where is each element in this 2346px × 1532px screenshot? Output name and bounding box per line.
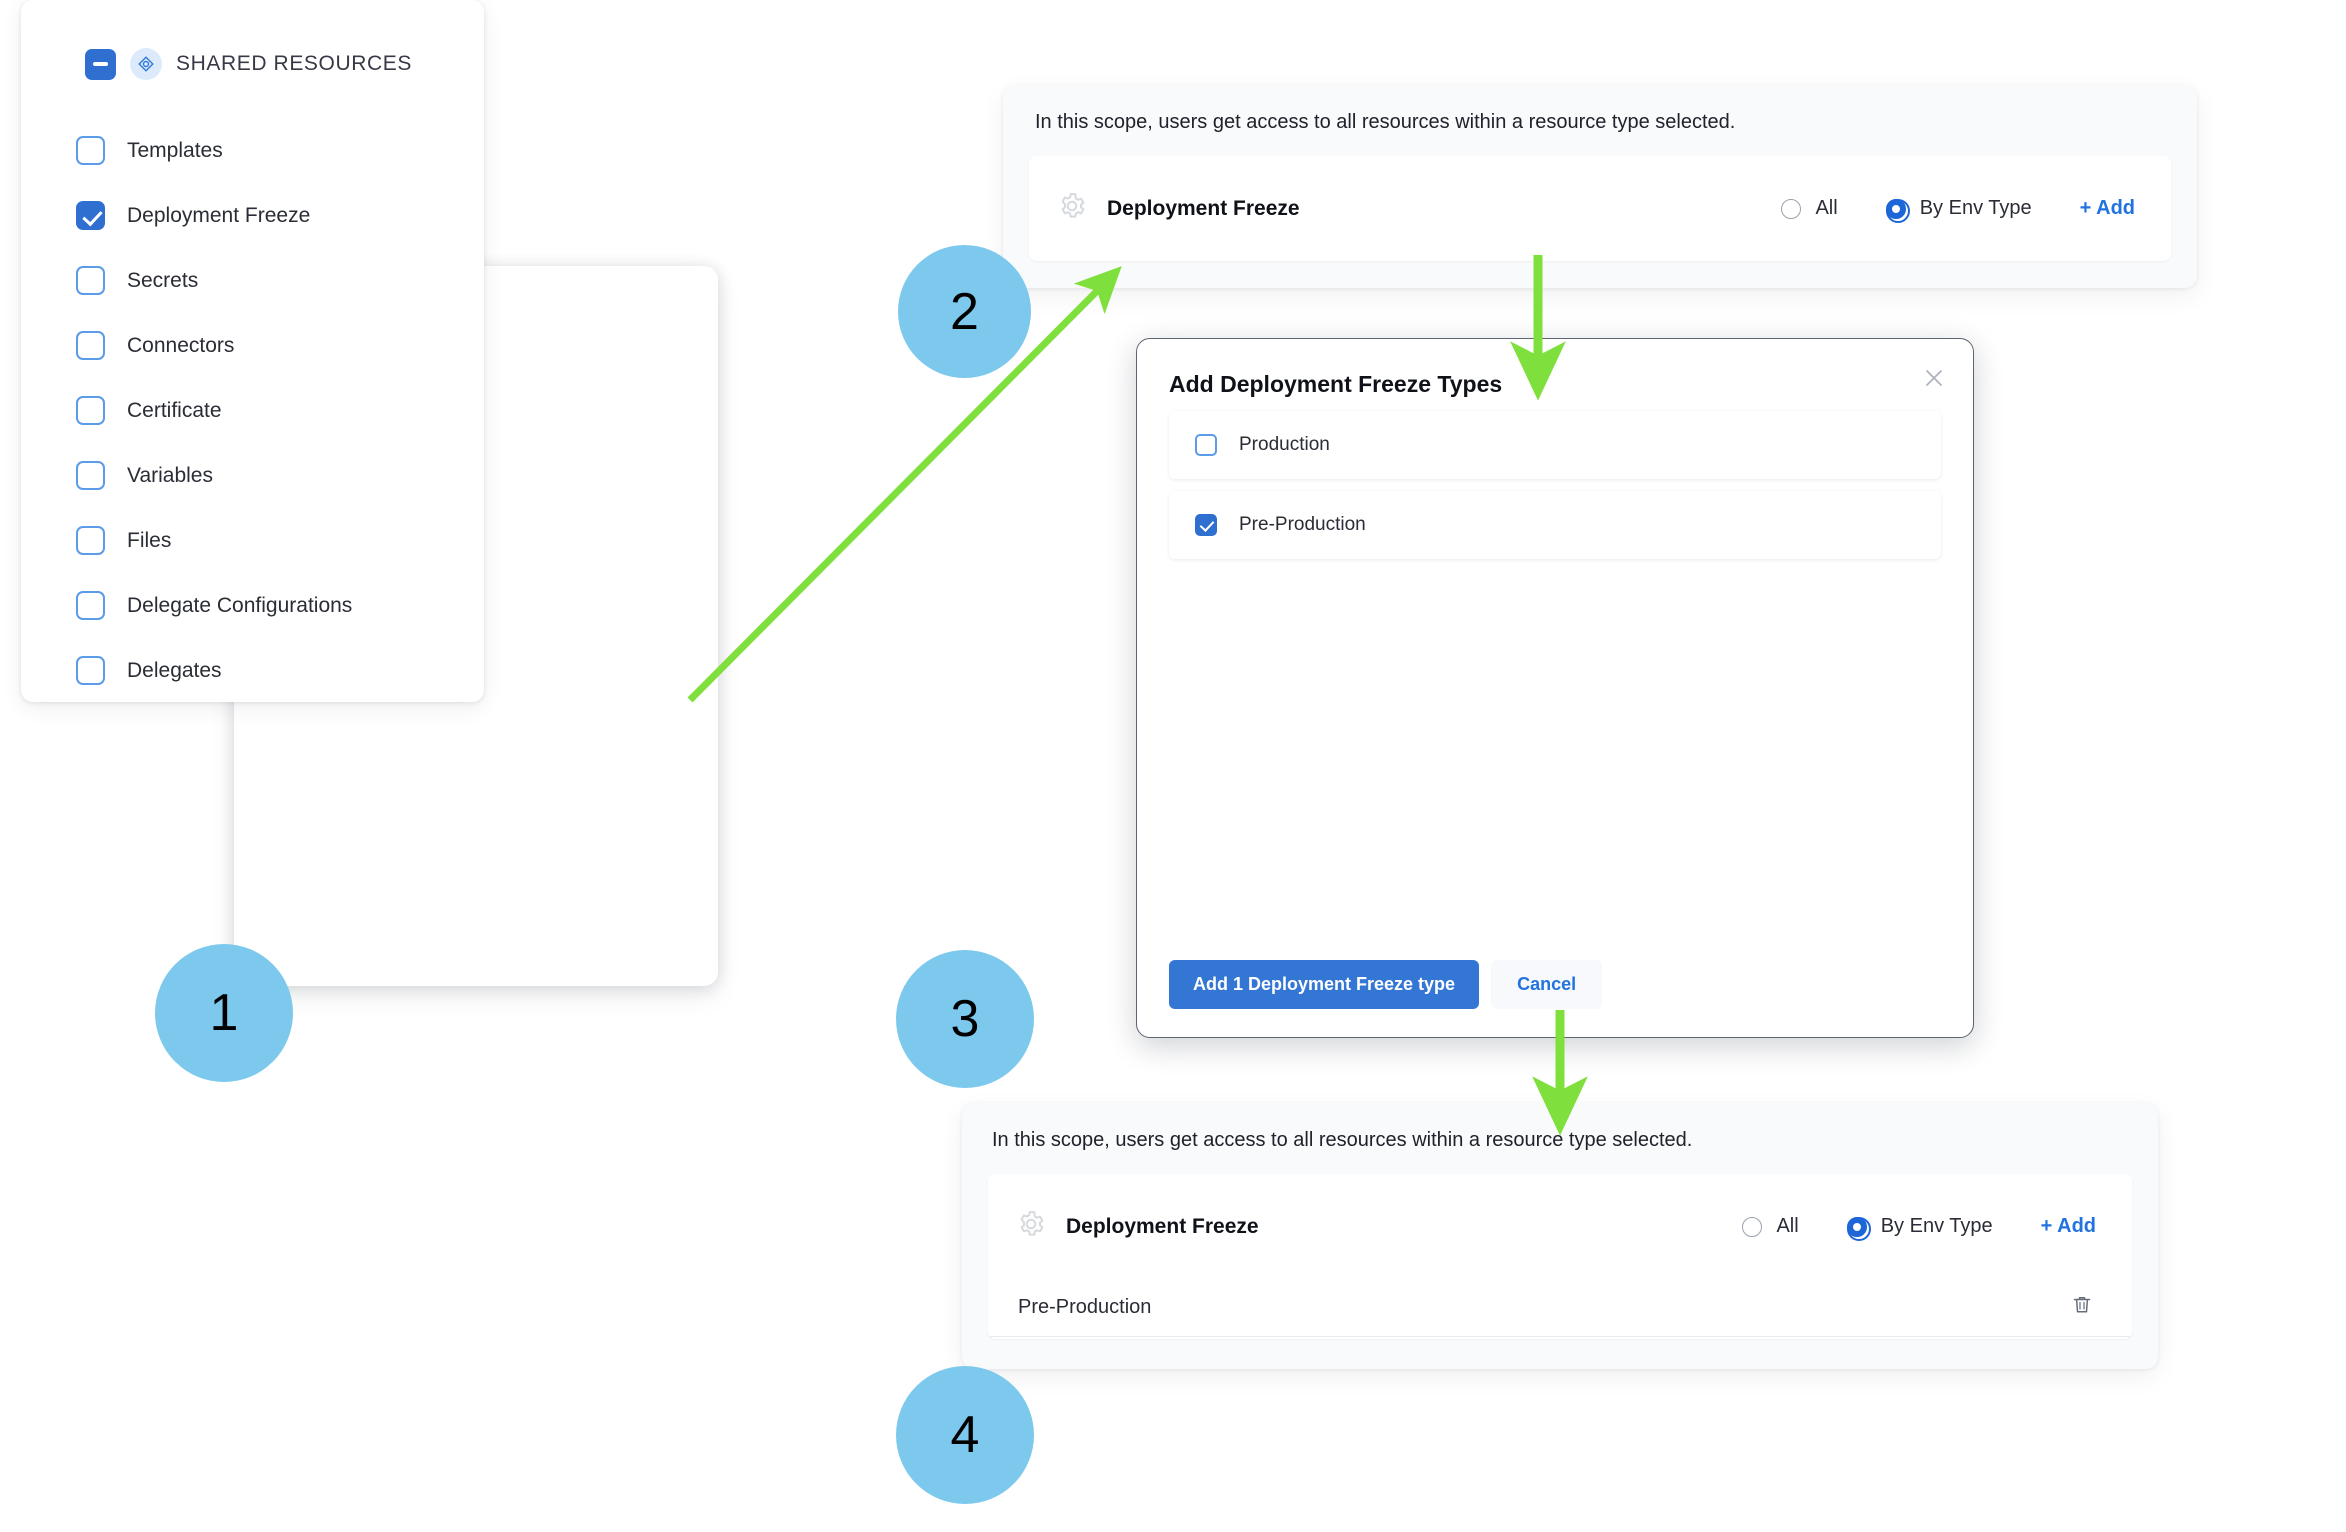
- radio-option-all[interactable]: All: [1742, 1215, 1799, 1238]
- shared-resources-title: SHARED RESOURCES: [176, 52, 412, 75]
- radio-option-by-env-type[interactable]: By Env Type: [1846, 1215, 1993, 1241]
- scope-resource-name: Deployment Freeze: [1066, 1214, 1259, 1238]
- list-item-label: Delegate Configurations: [127, 593, 353, 617]
- list-item-label: Files: [127, 528, 172, 552]
- list-item[interactable]: Production: [1169, 411, 1941, 479]
- resource-checkbox-templates[interactable]: [76, 136, 105, 165]
- list-item-label: Secrets: [127, 268, 199, 292]
- scope-resource-identity: Deployment Freeze: [1057, 191, 1300, 226]
- scope-resource-row: Deployment Freeze All By Env Type + Add: [988, 1174, 2132, 1279]
- close-icon[interactable]: [1917, 361, 1951, 395]
- radio-option-by-env-type[interactable]: By Env Type: [1885, 197, 2032, 223]
- arrow-1-to-2: [687, 266, 1122, 703]
- modal-footer: Add 1 Deployment Freeze type Cancel: [1137, 960, 1973, 1009]
- step-badge-1: 1: [155, 944, 293, 1082]
- scope-resource-card: Deployment Freeze All By Env Type + Add: [1029, 156, 2171, 261]
- list-item-label: Pre-Production: [1239, 514, 1366, 535]
- gear-icon: [1057, 191, 1087, 226]
- list-item[interactable]: Deployment Freeze: [0, 183, 484, 248]
- list-item-label: Variables: [127, 463, 213, 487]
- trash-icon[interactable]: [2070, 1293, 2094, 1322]
- scope-panel-top: In this scope, users get access to all r…: [1003, 85, 2197, 288]
- shared-resources-panel: SHARED RESOURCES Templates Deployment Fr…: [21, 0, 484, 702]
- scope-resource-name: Deployment Freeze: [1107, 196, 1300, 220]
- radio-option-all[interactable]: All: [1781, 197, 1838, 220]
- list-item[interactable]: Delegate Configurations: [0, 573, 484, 638]
- resource-checkbox-files[interactable]: [76, 526, 105, 555]
- radio-all-input[interactable]: [1781, 198, 1802, 219]
- indeterminate-dash-icon: [93, 62, 108, 66]
- gear-icon: [1016, 1209, 1046, 1244]
- resource-checkbox-deployment-freeze[interactable]: [76, 201, 105, 230]
- modal-options-list: Production Pre-Production: [1137, 411, 1973, 939]
- scope-resource-card: Deployment Freeze All By Env Type + Add …: [988, 1174, 2132, 1339]
- resource-checkbox-delegates[interactable]: [76, 656, 105, 685]
- scope-resource-identity: Deployment Freeze: [1016, 1209, 1259, 1244]
- option-checkbox-production[interactable]: [1195, 434, 1217, 456]
- list-item-label: Templates: [127, 138, 223, 162]
- radio-all-input[interactable]: [1742, 1216, 1763, 1237]
- list-item-label: Production: [1239, 434, 1330, 455]
- step-badge-4: 4: [896, 1366, 1034, 1504]
- list-item[interactable]: Secrets: [0, 248, 484, 313]
- resource-checkbox-delegate-configurations[interactable]: [76, 591, 105, 620]
- add-button[interactable]: + Add: [2040, 1215, 2096, 1237]
- list-item[interactable]: Certificate: [0, 378, 484, 443]
- resource-checkbox-certificate[interactable]: [76, 396, 105, 425]
- list-item[interactable]: Files: [0, 508, 484, 573]
- list-item[interactable]: Pre-Production: [1169, 491, 1941, 559]
- resource-checkbox-connectors[interactable]: [76, 331, 105, 360]
- shared-resources-header[interactable]: SHARED RESOURCES: [21, 48, 484, 80]
- resource-checkbox-secrets[interactable]: [76, 266, 105, 295]
- scope-resource-row: Deployment Freeze All By Env Type + Add: [1029, 156, 2171, 261]
- table-row: Pre-Production: [990, 1279, 2130, 1337]
- shared-resources-select-all-checkbox[interactable]: [85, 48, 116, 80]
- resource-checkbox-variables[interactable]: [76, 461, 105, 490]
- scope-note: In this scope, users get access to all r…: [1035, 111, 1736, 133]
- list-item-label: Certificate: [127, 398, 222, 422]
- list-item-label: Connectors: [127, 333, 235, 357]
- diamond-icon: [130, 48, 162, 80]
- step-badge-2: 2: [898, 245, 1031, 378]
- list-item[interactable]: Templates: [0, 118, 484, 183]
- radio-by-env-type-label: By Env Type: [1919, 197, 2032, 219]
- list-item[interactable]: Delegates: [0, 638, 484, 703]
- step-badge-3: 3: [896, 950, 1034, 1088]
- radio-all-label: All: [1776, 1215, 1799, 1237]
- add-deployment-freeze-type-button[interactable]: Add 1 Deployment Freeze type: [1169, 960, 1480, 1009]
- scope-controls: All By Env Type + Add: [1781, 197, 2135, 223]
- modal-title: Add Deployment Freeze Types: [1169, 371, 1503, 397]
- list-item[interactable]: Variables: [0, 443, 484, 508]
- list-item[interactable]: Connectors: [0, 313, 484, 378]
- radio-by-env-type-input[interactable]: [1846, 1216, 1871, 1241]
- shared-resources-list: Templates Deployment Freeze Secrets Conn…: [21, 118, 484, 703]
- cancel-button[interactable]: Cancel: [1491, 960, 1603, 1009]
- radio-by-env-type-input[interactable]: [1885, 198, 1910, 223]
- option-checkbox-pre-production[interactable]: [1195, 514, 1217, 536]
- radio-all-label: All: [1815, 197, 1838, 219]
- radio-by-env-type-label: By Env Type: [1880, 1215, 1993, 1237]
- add-button[interactable]: + Add: [2079, 197, 2135, 219]
- assigned-env-type-label: Pre-Production: [1018, 1296, 1152, 1318]
- scope-controls: All By Env Type + Add: [1742, 1215, 2096, 1241]
- scope-note: In this scope, users get access to all r…: [992, 1129, 1693, 1151]
- list-item-label: Deployment Freeze: [127, 203, 311, 227]
- list-item-label: Delegates: [127, 658, 222, 682]
- add-deployment-freeze-types-modal: Add Deployment Freeze Types Production P…: [1136, 338, 1974, 1038]
- scope-panel-bottom: In this scope, users get access to all r…: [962, 1103, 2158, 1369]
